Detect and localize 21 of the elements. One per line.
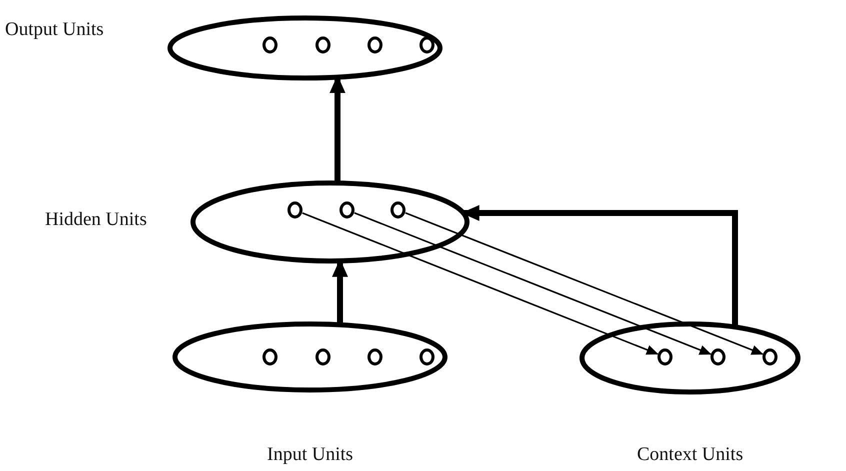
arrow (302, 212, 659, 355)
unit-circle (262, 36, 278, 54)
arrow (405, 212, 764, 355)
unit-circle (262, 348, 278, 366)
layer-label: Context Units (637, 443, 744, 467)
unit-circle (710, 348, 726, 366)
unit-circle (367, 36, 383, 54)
unit-circle (657, 348, 673, 366)
unit-circle (315, 348, 331, 366)
unit-circle (390, 201, 406, 219)
unit-circle (419, 36, 435, 54)
unit-circle (367, 348, 383, 366)
unit-circle (339, 201, 355, 219)
unit-circle (315, 36, 331, 54)
arrow (354, 212, 712, 355)
layer-label: Input Units (267, 443, 354, 467)
unit-circle (419, 348, 435, 366)
layer-label: Hidden Units (45, 208, 147, 232)
unit-circle (287, 201, 303, 219)
unit-circle (762, 348, 778, 366)
layer-label: Output Units (5, 18, 104, 42)
